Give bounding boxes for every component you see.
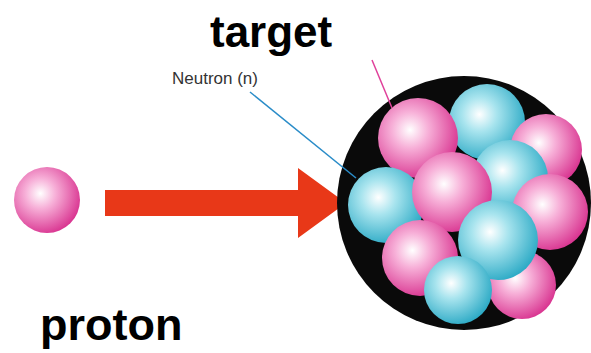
beam-arrow [105, 168, 346, 238]
proton-label: proton [40, 302, 182, 347]
neutron-leader [250, 92, 356, 178]
target-leader [372, 60, 392, 108]
nucleons [348, 84, 588, 324]
neutron-label: Neutron (n) [172, 70, 258, 87]
target-label: target [210, 10, 332, 54]
nucleus-outline [337, 76, 591, 330]
proton-sphere [14, 167, 80, 233]
